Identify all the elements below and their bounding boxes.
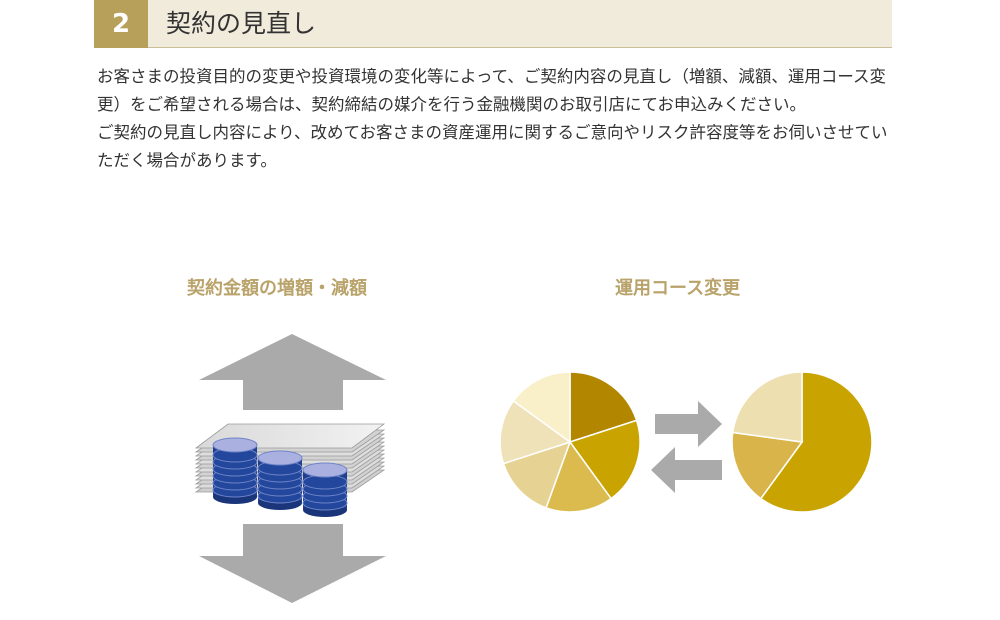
section-header: 2 契約の見直し bbox=[94, 0, 892, 48]
pie-chart-before-icon bbox=[499, 371, 641, 513]
body-paragraph-2: ご契約の見直し内容により、改めてお客さまの資産運用に関するご意向やリスク許容度等… bbox=[97, 123, 888, 170]
coin-stack-icon bbox=[302, 462, 348, 517]
coin-stack-icon bbox=[257, 450, 303, 510]
swap-arrow-right-icon bbox=[655, 401, 722, 447]
pie-chart-after-icon bbox=[731, 371, 873, 513]
caption-increase-decrease: 契約金額の増額・減額 bbox=[187, 278, 367, 299]
body-paragraph-1: お客さまの投資目的の変更や投資環境の変化等によって、ご契約内容の見直し（増額、減… bbox=[97, 67, 887, 114]
section-number-badge: 2 bbox=[94, 0, 148, 48]
body-text: お客さまの投資目的の変更や投資環境の変化等によって、ご契約内容の見直し（増額、減… bbox=[97, 63, 897, 175]
down-arrow-icon bbox=[199, 524, 386, 603]
caption-course-change: 運用コース変更 bbox=[615, 278, 741, 299]
up-arrow-icon bbox=[199, 334, 386, 410]
swap-arrow-left-icon bbox=[651, 447, 722, 493]
coin-stack-icon bbox=[212, 437, 258, 504]
section-title: 契約の見直し bbox=[166, 9, 317, 38]
